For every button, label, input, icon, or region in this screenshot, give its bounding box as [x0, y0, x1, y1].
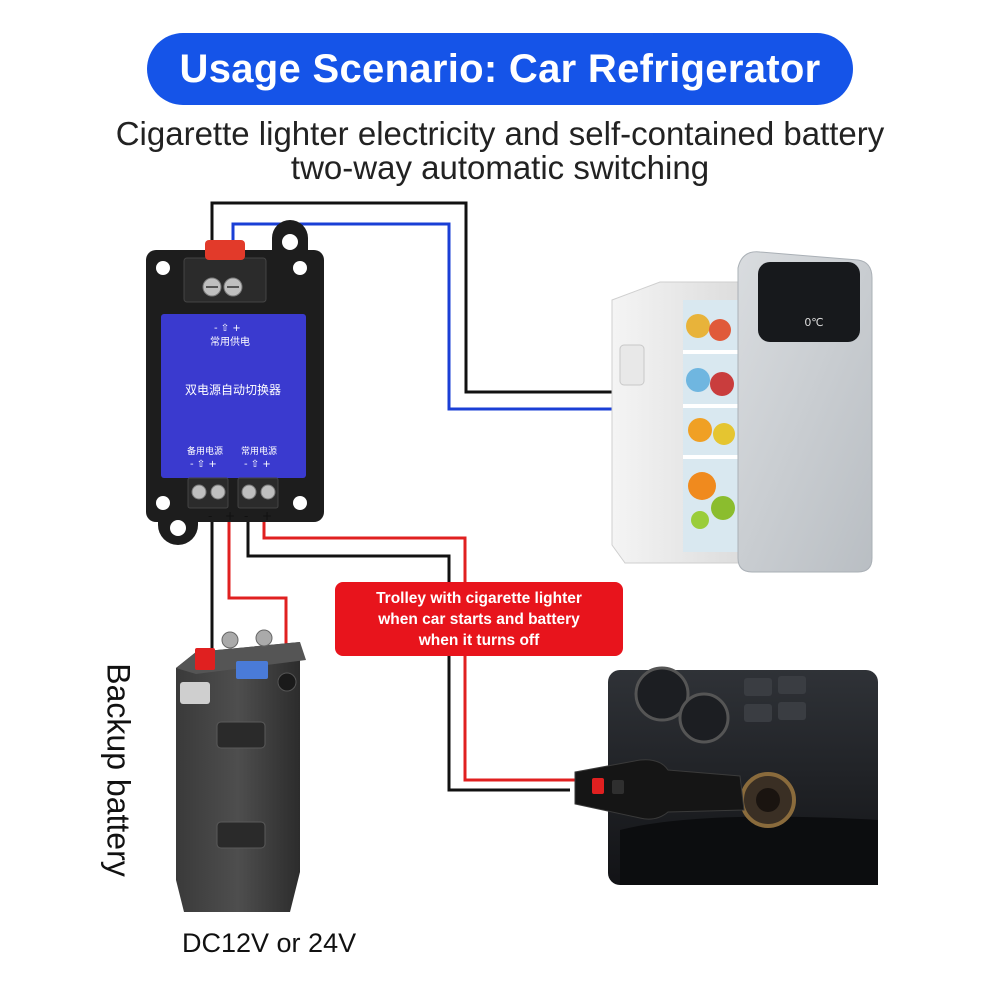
- callout-line-2: when car starts and battery: [378, 610, 580, 628]
- bottom-plus-label: +: [225, 509, 235, 523]
- title-banner: Usage Scenario: Car Refrigerator: [147, 33, 853, 105]
- device-name: 双电源自动切换器: [185, 383, 281, 397]
- main-port-caption: 常用电源: [241, 445, 277, 457]
- wire-red-to-battery: [227, 500, 288, 680]
- bottom-plus-label-2: +: [262, 509, 272, 523]
- callout-line-1: Trolley with cigarette lighter: [376, 589, 582, 607]
- car-dashboard-lighter: [574, 666, 878, 885]
- backup-port-caption: 备用电源: [187, 445, 223, 457]
- page-title: Usage Scenario: Car Refrigerator: [179, 46, 821, 91]
- top-port-symbols: - ⇧ +: [214, 323, 241, 334]
- callout-box: Trolley with cigarette lighter when car …: [335, 582, 623, 656]
- backup-battery: [176, 629, 306, 912]
- wire-red-to-lighter: [262, 498, 575, 782]
- callout-line-3: when it turns off: [418, 631, 540, 649]
- wire-black-to-fridge: [210, 201, 612, 394]
- subtitle-line-1: Cigarette lighter electricity and self-c…: [115, 115, 885, 152]
- bottom-minus-label: -: [208, 509, 212, 523]
- bottom-minus-label-2: -: [244, 509, 248, 523]
- main-port-symbols: - ⇧ +: [244, 459, 271, 470]
- top-port-caption: 常用供电: [210, 335, 250, 348]
- backup-port-symbols: - ⇧ +: [190, 459, 217, 470]
- dual-power-switch: [146, 219, 324, 545]
- fridge-display-readout: 0℃: [804, 316, 823, 329]
- battery-voltage-label: DC12V or 24V: [182, 928, 357, 958]
- wire-black-to-lighter: [246, 498, 570, 792]
- backup-battery-label: Backup battery: [100, 663, 137, 877]
- car-refrigerator: [611, 251, 873, 573]
- subtitle-line-2: two-way automatic switching: [290, 149, 710, 186]
